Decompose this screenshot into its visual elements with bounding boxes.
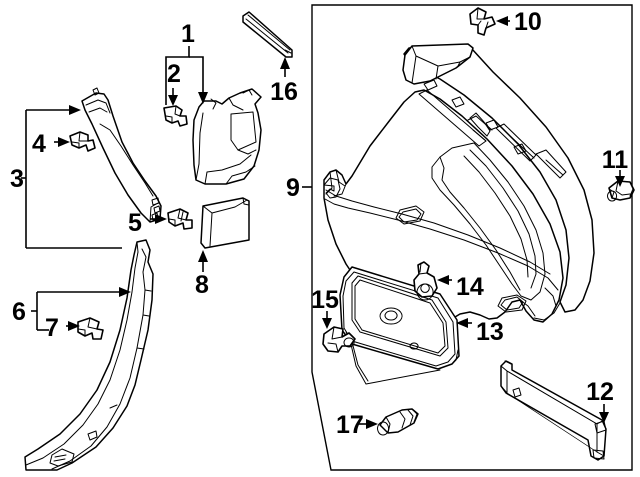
front-pillar-trim-assembly xyxy=(81,87,162,223)
callout-15-leader xyxy=(322,311,332,329)
callout-13-label: 13 xyxy=(476,318,504,346)
quarter-trim-panel-frame xyxy=(311,4,633,471)
callout-5-leader xyxy=(150,214,167,224)
grille-knob-fastener xyxy=(413,261,438,301)
callout-17-leader xyxy=(358,419,378,429)
callout-13-leader xyxy=(456,318,472,328)
callout-16-leader xyxy=(280,57,290,77)
weatherstrip-molding xyxy=(242,11,293,58)
callout-10-leader xyxy=(496,16,510,26)
grille-clip xyxy=(322,326,356,353)
callout-6-label: 6 xyxy=(12,298,26,326)
callout-1-label: 1 xyxy=(181,20,195,48)
callout-2-leader xyxy=(168,88,178,106)
pillar-trim-clip xyxy=(69,131,96,152)
callout-2-label: 2 xyxy=(167,60,181,88)
callout-12-leader xyxy=(599,404,609,423)
trim-cover-panel xyxy=(200,197,250,249)
callout-15-label: 15 xyxy=(311,286,339,314)
callout-3-leader xyxy=(21,105,122,249)
callout-1-leader xyxy=(165,46,208,105)
callout-4-leader xyxy=(54,137,70,147)
callout-8-leader xyxy=(198,250,208,272)
callout-14-label: 14 xyxy=(456,273,484,301)
callout-14-leader xyxy=(437,275,452,285)
trim-clip-upper xyxy=(163,105,188,127)
upper-panel-clip xyxy=(469,7,496,36)
callout-8-label: 8 xyxy=(195,271,209,299)
callout-4-label: 4 xyxy=(32,130,46,158)
upper-quarter-trim-panel-assembly xyxy=(192,88,262,185)
callout-6-leader xyxy=(31,287,131,331)
center-pillar-trim-assembly xyxy=(24,239,154,471)
callout-7-leader xyxy=(66,321,80,331)
callout-11-label: 11 xyxy=(602,146,629,174)
callout-3-label: 3 xyxy=(10,165,24,193)
callout-17-label: 17 xyxy=(336,411,364,439)
callout-10-label: 10 xyxy=(514,8,542,36)
quarter-trim-panel xyxy=(323,43,595,338)
power-outlet-socket xyxy=(377,408,419,436)
callout-9-label: 9 xyxy=(286,174,300,202)
callout-5-label: 5 xyxy=(128,209,142,237)
cargo-net xyxy=(500,360,607,461)
callout-7-label: 7 xyxy=(45,314,59,342)
center-pillar-clip xyxy=(77,317,104,340)
callout-16-label: 16 xyxy=(270,78,298,106)
callout-12-label: 12 xyxy=(586,378,614,406)
callout-11-leader xyxy=(615,170,625,187)
trim-retainer-clip xyxy=(167,208,193,230)
